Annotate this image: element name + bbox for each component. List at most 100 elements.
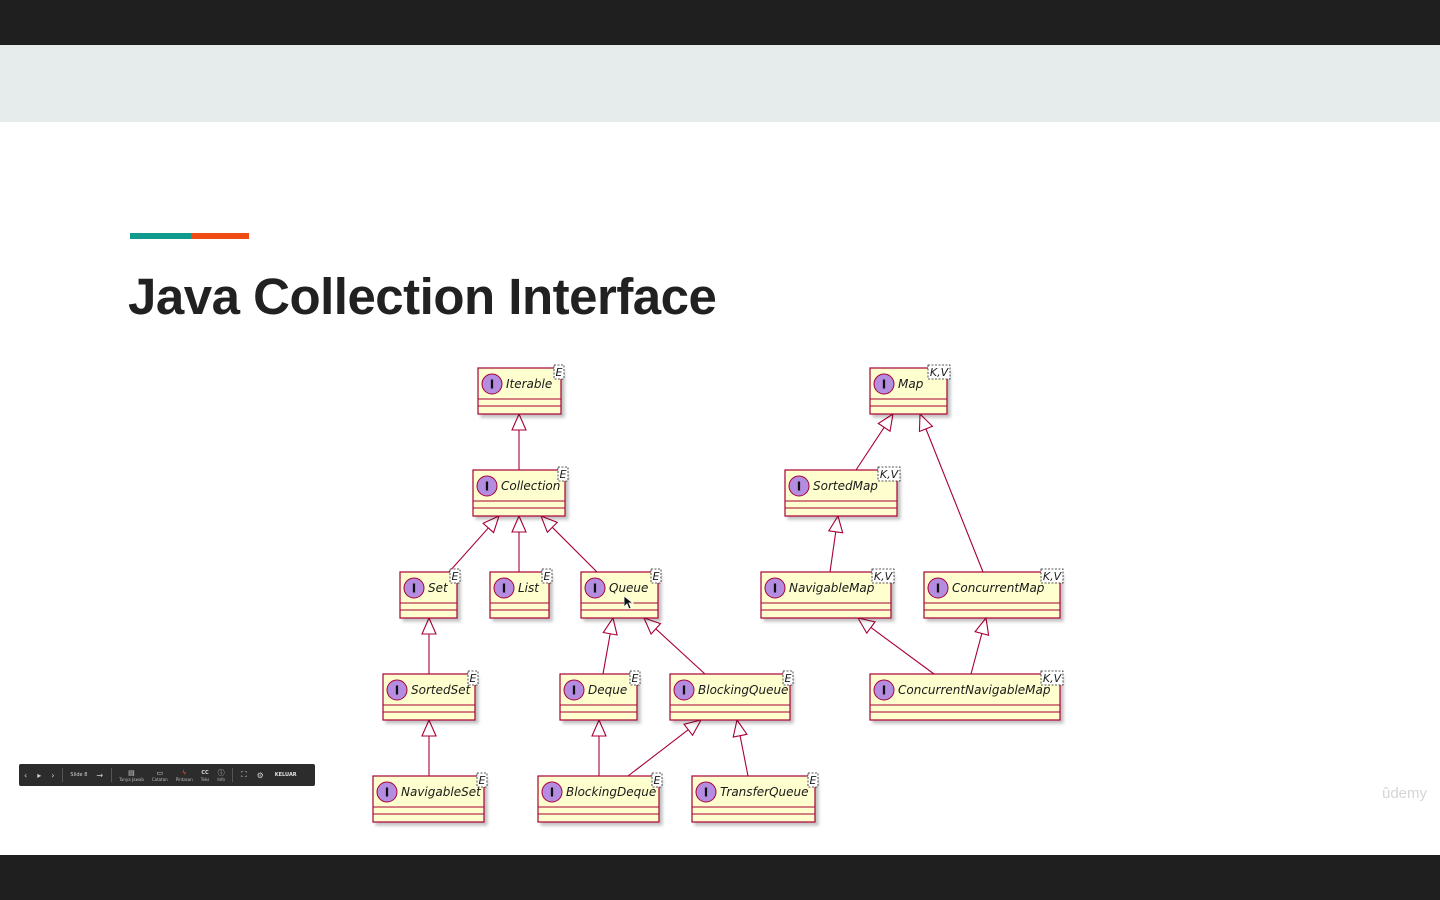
edge-deque-extends-queue: [602, 616, 618, 675]
edge-set-extends-collection: [448, 514, 500, 573]
slide-number-label[interactable]: Slide 8: [70, 772, 88, 778]
type-param-box: [449, 568, 461, 584]
captions-icon: CC: [201, 769, 209, 776]
type-param-box: [782, 670, 794, 686]
next-slide-button[interactable]: ›: [51, 770, 55, 780]
inheritance-arrowhead: [511, 412, 527, 431]
edge-blocking-deque-extends-deque: [591, 718, 607, 776]
badge-letter: I: [704, 786, 708, 800]
edge-list-extends-collection: [511, 514, 527, 572]
inheritance-arrowhead: [827, 514, 844, 534]
type-parameter: E: [544, 570, 551, 583]
info-button[interactable]: ⓘ Info: [213, 764, 229, 786]
interface-badge-icon: [764, 577, 786, 599]
qa-button[interactable]: ▤ Tanya Jawab: [115, 764, 148, 786]
info-icon: ⓘ: [217, 768, 225, 777]
badge-letter: I: [395, 684, 399, 698]
type-param-box: [557, 466, 569, 482]
edge-line: [627, 729, 689, 777]
inheritance-edges: [421, 412, 990, 777]
interface-name: BlockingQueue: [698, 683, 788, 697]
slide-title: Java Collection Interface: [128, 268, 717, 325]
interface-badge-icon: [673, 679, 695, 701]
qa-label: Tanya Jawab: [119, 776, 144, 782]
type-parameter: E: [632, 672, 639, 685]
inheritance-arrowhead: [877, 412, 894, 433]
interface-badge-icon: [403, 577, 425, 599]
badge-letter: I: [572, 684, 576, 698]
edge-navigable-map-extends-sorted-map: [827, 514, 844, 573]
slide-header-band: [0, 45, 1440, 122]
interface-name: ConcurrentNavigableMap: [898, 683, 1051, 697]
interface-name: Iterable: [506, 377, 552, 391]
edge-concurrent-navigable-map-extends-concurrent-map: [970, 616, 990, 675]
type-param-box: [650, 568, 662, 584]
inheritance-arrowhead: [421, 616, 437, 635]
type-param-box: [807, 772, 819, 788]
inheritance-arrowhead: [421, 718, 437, 737]
exit-button[interactable]: KELUAR: [274, 772, 297, 778]
edge-blocking-deque-extends-blocking-queue: [627, 719, 703, 777]
type-parameter: E: [556, 366, 563, 379]
fullscreen-icon[interactable]: ⛶: [240, 770, 247, 779]
inheritance-arrowhead: [540, 515, 559, 534]
type-param-box: [553, 364, 565, 380]
qa-icon: ▤: [128, 768, 135, 777]
shortcuts-button[interactable]: ϟ Pintasan: [172, 764, 197, 786]
edge-line: [855, 427, 885, 471]
type-parameter: E: [452, 570, 459, 583]
accent-bar-teal: [130, 233, 191, 239]
edge-line: [655, 628, 706, 675]
presentation-toolbar: ‹ ▸ › Slide 8 → ▤ Tanya Jawab ▭ Catatan …: [19, 764, 315, 786]
badge-letter: I: [882, 684, 886, 698]
interface-name: SortedSet: [411, 683, 472, 697]
interface-badge-icon: [493, 577, 515, 599]
edge-line: [448, 527, 489, 573]
node-box: [869, 673, 1061, 721]
mouse-cursor-icon: [624, 596, 634, 610]
type-parameter: K,V: [1043, 570, 1063, 583]
notes-icon: ▭: [156, 768, 164, 777]
type-parameter: E: [560, 468, 567, 481]
prev-slide-button[interactable]: ‹: [24, 770, 28, 780]
captions-label: Teks: [200, 776, 210, 782]
interface-badge-icon: [788, 475, 810, 497]
inheritance-arrowhead: [642, 617, 662, 635]
type-param-box: [871, 568, 895, 584]
type-parameter: E: [479, 774, 486, 787]
type-param-box: [629, 670, 641, 686]
edge-line: [551, 526, 598, 573]
interface-name: Map: [898, 377, 924, 391]
type-parameter: E: [470, 672, 477, 685]
interface-name: BlockingDeque: [566, 785, 656, 799]
inheritance-arrowhead: [732, 718, 748, 738]
settings-gear-icon[interactable]: ⚙: [256, 770, 264, 780]
edge-line: [870, 627, 935, 675]
interface-name: SortedMap: [813, 479, 878, 493]
play-button[interactable]: ▸: [37, 770, 42, 780]
interface-badge-icon: [584, 577, 606, 599]
type-parameter: K,V: [930, 366, 950, 379]
edge-transfer-queue-extends-blocking-queue: [732, 718, 749, 777]
interface-badge-icon: [386, 679, 408, 701]
notes-button[interactable]: ▭ Catatan: [148, 764, 172, 786]
captions-button[interactable]: CC Teks: [197, 764, 214, 786]
type-parameter: K,V: [874, 570, 894, 583]
badge-letter: I: [412, 582, 416, 596]
slide-go-arrow-icon[interactable]: →: [96, 770, 104, 780]
interface-name: Set: [428, 581, 449, 595]
type-param-box: [927, 364, 951, 380]
toolbar-divider: [62, 768, 64, 782]
interface-name: TransferQueue: [720, 785, 809, 799]
interface-badge-icon: [695, 781, 717, 803]
interface-name: Queue: [609, 581, 648, 595]
edge-collection-extends-iterable: [511, 412, 527, 470]
